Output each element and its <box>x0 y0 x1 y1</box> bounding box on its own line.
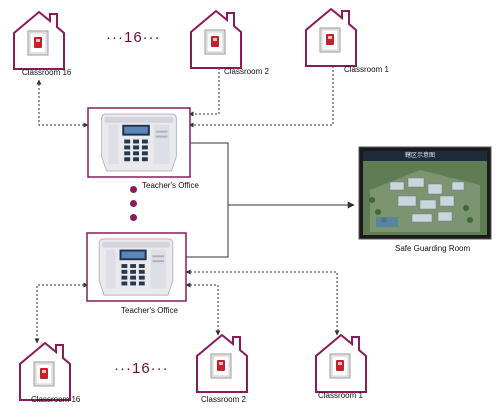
classroom-2-top-icon <box>190 10 242 69</box>
solid-connectors <box>186 142 355 258</box>
classroom-1-bottom-label: Classroom 1 <box>318 391 363 400</box>
monitor-display <box>358 146 492 240</box>
count-bottom-label: ···16··· <box>114 360 169 377</box>
ellipsis-dot <box>130 200 137 207</box>
classroom-1-top-icon <box>305 8 357 67</box>
classroom-1-top-label: Classroom 1 <box>344 65 389 74</box>
count-top-label: ···16··· <box>106 29 161 46</box>
classroom-2-top-label: Classroom 2 <box>224 67 269 76</box>
office-top-label: Teacher's Office <box>142 181 199 190</box>
ellipsis-dot <box>130 214 137 221</box>
alarm-panel-bottom-icon <box>98 238 174 296</box>
office-bottom-label: Teacher's Office <box>121 306 178 315</box>
classroom-1-bottom-icon <box>315 334 367 393</box>
classroom-16-top-icon <box>13 11 65 70</box>
classroom-16-bottom-label: Classroom 16 <box>31 395 81 404</box>
dotted-connectors <box>34 61 340 344</box>
alarm-panel-top-icon <box>101 113 177 172</box>
classroom-2-bottom-label: Classroom 2 <box>201 395 246 404</box>
classroom-16-top-label: Classroom 16 <box>22 68 72 77</box>
safe-guarding-room-label: Safe Guarding Room <box>395 244 471 253</box>
ellipsis-dot <box>130 186 137 193</box>
classroom-2-bottom-icon <box>196 334 248 393</box>
monitor-screen-title: 轄区示意图 <box>405 153 436 159</box>
classroom-16-bottom-icon <box>19 342 71 401</box>
